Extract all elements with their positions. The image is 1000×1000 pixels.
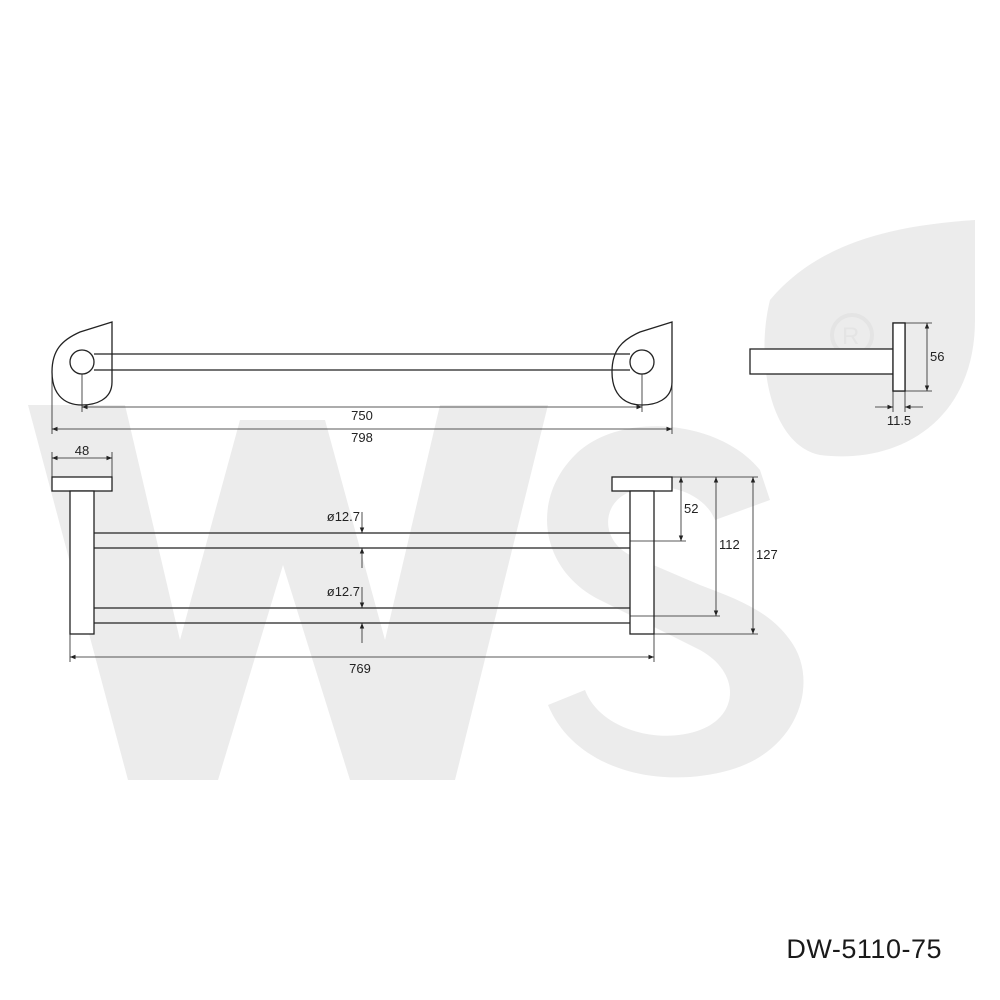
right-post bbox=[629, 490, 655, 635]
right-flange bbox=[611, 476, 673, 492]
side-post bbox=[749, 348, 894, 375]
top-view: 750 798 bbox=[51, 321, 673, 445]
left-flange bbox=[51, 476, 113, 492]
model-code-label: DW-5110-75 bbox=[786, 934, 942, 964]
right-mount-post bbox=[629, 349, 655, 375]
dim-label-11-5: 11.5 bbox=[887, 413, 911, 428]
svg-text:R: R bbox=[842, 323, 859, 350]
right-mount-outline bbox=[611, 321, 673, 406]
dim-label-112: 112 bbox=[719, 537, 740, 552]
dim-label-56: 56 bbox=[930, 349, 944, 364]
dim-label-48: 48 bbox=[75, 443, 89, 458]
front-view: 48 ø12.7 ø12.7 769 52 112 127 bbox=[51, 443, 778, 676]
left-mount-outline bbox=[51, 321, 113, 406]
dim-label-127: 127 bbox=[756, 547, 778, 562]
watermark-logo: R bbox=[28, 220, 975, 780]
dim-label-750: 750 bbox=[351, 408, 373, 423]
left-post bbox=[69, 490, 95, 635]
left-mount-post bbox=[69, 349, 95, 375]
dim-label-52: 52 bbox=[684, 501, 698, 516]
dim-label-diameter-upper: ø12.7 bbox=[327, 509, 360, 524]
dim-label-769: 769 bbox=[349, 661, 371, 676]
dim-label-798: 798 bbox=[351, 430, 373, 445]
side-view: 56 11.5 bbox=[749, 322, 944, 428]
dim-label-diameter-lower: ø12.7 bbox=[327, 584, 360, 599]
